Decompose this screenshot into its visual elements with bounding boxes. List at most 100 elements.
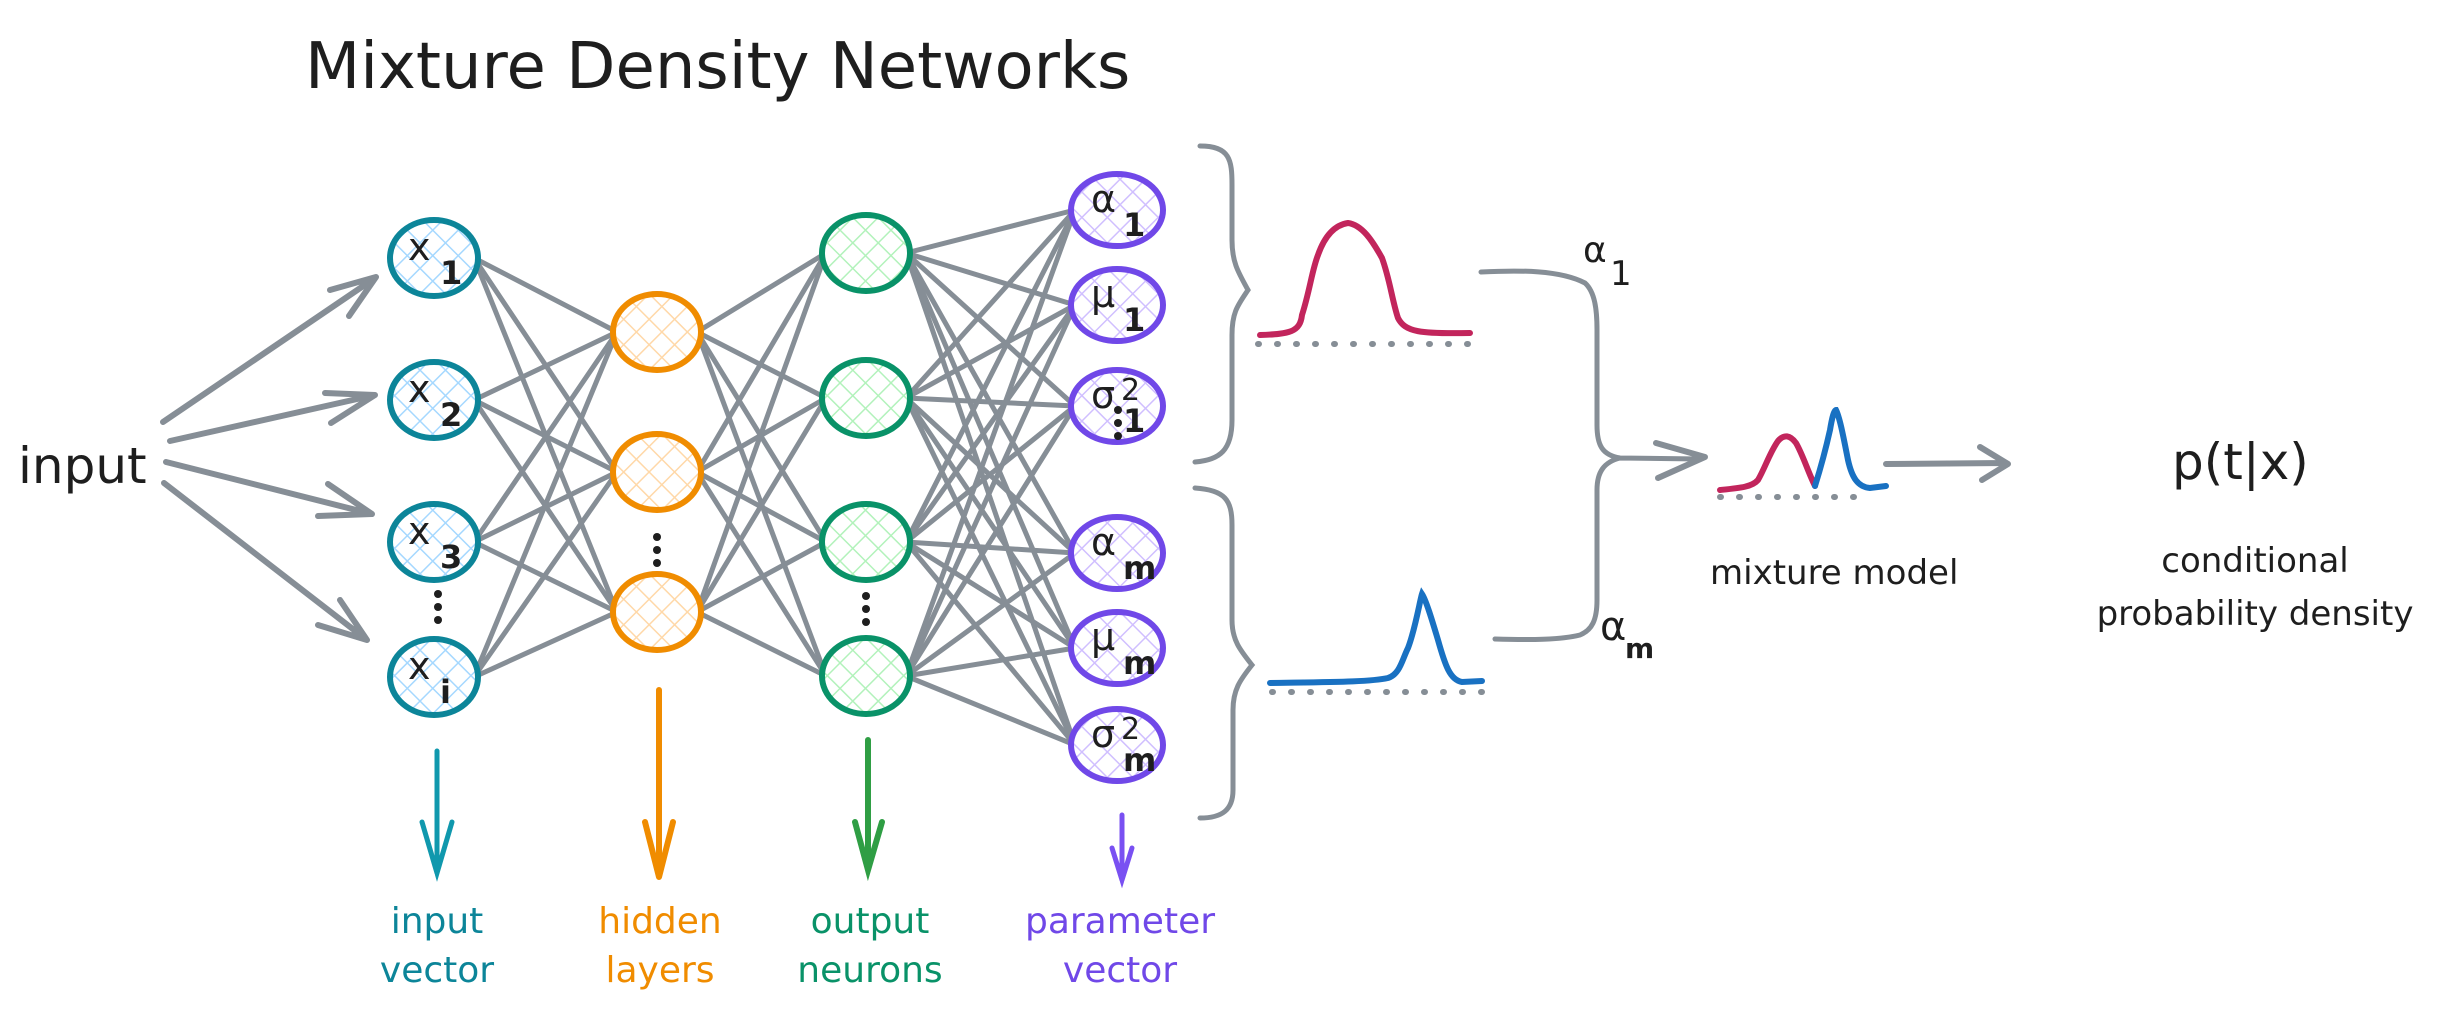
brace-component-m (1192, 485, 1256, 821)
input-arrows (160, 274, 379, 643)
edge-hidden-output (694, 539, 829, 615)
input-node-2-circle (387, 359, 481, 441)
edge-output-param (903, 403, 1078, 679)
edge-hidden-output (694, 395, 829, 615)
hidden-layers-label-2: layers (605, 950, 714, 991)
input-arrow-4 (161, 480, 370, 643)
output-node-2 (819, 357, 913, 439)
param-layer-arrow (1109, 812, 1135, 889)
edge-input-hidden (471, 255, 620, 335)
result-caption-line1: conditional (2161, 541, 2348, 581)
gaussian-curve-m (1267, 587, 1485, 686)
edge-output-param (903, 207, 1078, 256)
gaussian-component-m (1267, 587, 1488, 695)
param-node-1-circle (1068, 171, 1166, 249)
input-node-4-label: xi (408, 644, 451, 711)
edge-output-param (903, 250, 1078, 308)
edge-output-param (903, 403, 1078, 545)
weight-alpha-1: α1 (1583, 230, 1632, 294)
input-node-3-label: x3 (408, 509, 462, 576)
input-node-3: x3 (387, 501, 481, 583)
param-node-2: μ1 (1068, 266, 1166, 344)
param-node-5: μm (1068, 609, 1166, 687)
input-layer-arrow (419, 748, 455, 882)
input-node-3-circle (387, 501, 481, 583)
output-node-4 (819, 635, 913, 717)
edge-output-param (903, 207, 1078, 679)
edge-output-param (903, 645, 1078, 679)
output-neurons-label-2: neurons (797, 950, 942, 991)
hidden-node-1-circle (610, 291, 704, 373)
output-node-1 (819, 212, 913, 294)
edge-input-hidden (471, 609, 620, 680)
hidden-layers-label-1: hidden (598, 901, 722, 942)
gaussian-curve-1 (1257, 219, 1473, 338)
edge-input-hidden (471, 329, 620, 680)
edge-output-param (903, 302, 1078, 401)
output-node-3-circle (819, 501, 913, 583)
combine-arrow-head (1653, 440, 1708, 481)
mixture-model-plot (1717, 406, 1889, 500)
input-node-4-circle (387, 636, 481, 718)
edge-input-hidden (471, 329, 620, 403)
param-node-3-circle (1068, 367, 1166, 445)
gaussian-component-1 (1255, 219, 1477, 347)
input-node-1-label: x1 (408, 225, 462, 292)
hidden-node-2 (610, 431, 704, 513)
input-vector-label-1: input (391, 901, 484, 942)
edge-output-param (903, 302, 1078, 545)
input-node-1: x1 (387, 217, 481, 299)
edge-output-param (903, 550, 1078, 679)
edge-output-param (903, 250, 1078, 651)
input-vector-label-2: vector (380, 950, 494, 991)
param-node-2-circle (1068, 266, 1166, 344)
hidden-ellipsis (653, 533, 661, 567)
param-node-4-label: αm (1091, 520, 1156, 587)
param-ellipsis (1114, 406, 1122, 440)
edge-input-hidden (471, 329, 620, 545)
layer-arrows (419, 687, 1135, 889)
edge-output-param (903, 302, 1078, 679)
mixture-model-label: mixture model (1710, 553, 1958, 593)
param-node-5-circle (1068, 609, 1166, 687)
brace-component-1 (1192, 143, 1251, 465)
parameter-vector-label-1: parameter (1025, 901, 1215, 942)
connection-edges (471, 207, 1078, 748)
input-node-2: x2 (387, 359, 481, 441)
param-node-5-label: μm (1091, 615, 1156, 682)
edge-output-param (903, 539, 1078, 748)
result-label: p(t|x) (2172, 433, 2309, 491)
output-ellipsis (862, 592, 870, 626)
edge-hidden-output (694, 250, 829, 475)
parameter-vector-label-2: vector (1063, 950, 1177, 991)
result-caption-line2: probability density (2097, 594, 2414, 634)
param-node-6-circle (1068, 706, 1166, 784)
diagram-title: Mixture Density Networks (305, 30, 1130, 104)
edge-hidden-output (694, 469, 829, 679)
hidden-layer-arrow (642, 687, 676, 880)
edge-output-param (903, 395, 1078, 651)
hidden-node-2-circle (610, 431, 704, 513)
output-node-4-circle (819, 635, 913, 717)
edge-output-param (903, 673, 1078, 748)
output-neurons-label-1: output (811, 901, 930, 942)
input-arrow-2 (167, 390, 378, 444)
mixture-curve-red (1717, 433, 1818, 493)
weight-alpha-m: αm (1600, 604, 1654, 665)
edge-output-param (903, 539, 1078, 556)
output-node-3 (819, 501, 913, 583)
param-node-2-label: μ1 (1091, 272, 1145, 339)
output-node-1-circle (819, 212, 913, 294)
ellipsis-markers (434, 406, 1122, 626)
edge-hidden-output (694, 250, 829, 335)
param-node-1-label: α1 (1091, 177, 1145, 244)
edge-output-param (903, 250, 1078, 409)
edge-output-param (903, 207, 1078, 401)
edge-output-param (903, 395, 1078, 409)
param-node-1: α1 (1068, 171, 1166, 249)
input-node-1-circle (387, 217, 481, 299)
